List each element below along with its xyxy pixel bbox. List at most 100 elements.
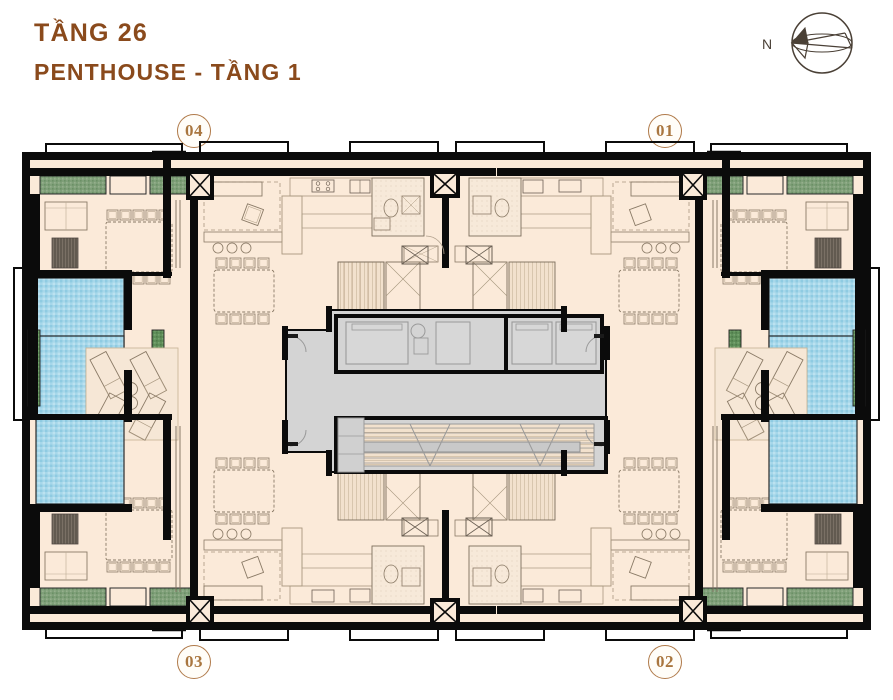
cooktop <box>311 589 335 603</box>
planter <box>700 587 744 607</box>
terrace-step <box>746 175 784 195</box>
shaft-block-small <box>465 245 493 265</box>
toilet <box>494 198 510 218</box>
shaft-block <box>186 170 214 200</box>
outdoor-coffee-table <box>814 237 842 269</box>
shaft-block <box>679 596 707 626</box>
dining-table <box>618 469 680 513</box>
toilet <box>383 564 399 584</box>
planter <box>786 587 854 607</box>
kitchen-sink <box>522 179 544 194</box>
page-subtitle: PENTHOUSE - TẦNG 1 <box>34 59 302 86</box>
outdoor-dining-table <box>720 221 788 273</box>
cooktop <box>558 179 582 193</box>
bar-stool <box>240 528 252 540</box>
lift-car-2 <box>511 321 553 365</box>
armchair <box>628 203 652 227</box>
terrace-step <box>109 175 147 195</box>
shaft-block-small <box>401 517 429 537</box>
terrace-step <box>109 587 147 607</box>
unit-04-block <box>27 175 193 441</box>
compass-north-label: N <box>762 36 772 52</box>
planter <box>39 175 107 195</box>
shower <box>401 567 421 587</box>
cooktop <box>311 179 335 193</box>
badge-leader-lines <box>152 150 741 632</box>
interior-walls <box>190 168 703 614</box>
planter <box>39 587 107 607</box>
guest-bath <box>371 545 425 605</box>
balcony-outlines <box>13 141 880 641</box>
service-shafts <box>186 170 707 626</box>
bar-stool <box>641 528 653 540</box>
outdoor-coffee-table <box>814 513 842 545</box>
internal-stair <box>508 261 556 315</box>
swimming-pool <box>35 417 125 505</box>
shaft-block <box>679 170 707 200</box>
bar-stool <box>240 242 252 254</box>
outdoor-dining-table <box>105 221 173 273</box>
shaft-block-small <box>401 245 429 265</box>
bar-stool <box>226 528 238 540</box>
vanity <box>373 217 391 231</box>
internal-stair <box>337 467 385 521</box>
shaft-block-small <box>465 517 493 537</box>
unit-02-block <box>700 417 858 607</box>
outdoor-dining-table <box>105 509 173 561</box>
swimming-pool <box>768 417 858 505</box>
dining-table <box>213 269 275 313</box>
internal-stair <box>508 467 556 521</box>
dining-table <box>618 269 680 313</box>
toilet <box>494 564 510 584</box>
unit-badge-02[interactable]: 02 <box>648 645 682 679</box>
outdoor-coffee-table <box>51 513 79 545</box>
shaft-block <box>186 596 214 626</box>
armchair <box>241 555 265 579</box>
unit-03-interior <box>203 457 439 605</box>
page-title: TẦNG 26 <box>34 19 148 47</box>
kitchen-sink <box>522 588 544 603</box>
internal-stair <box>337 261 385 315</box>
kitchen-sink <box>349 588 371 603</box>
toilet <box>383 198 399 218</box>
store-cupboard <box>337 417 365 473</box>
unit-02-interior <box>454 457 690 605</box>
outdoor-dining-table <box>720 509 788 561</box>
sofa <box>630 585 690 601</box>
window-glazing <box>175 200 718 592</box>
bar-stool <box>669 242 681 254</box>
bar-stool <box>641 242 653 254</box>
bar-stool <box>655 528 667 540</box>
armchair <box>241 203 265 227</box>
unit-03-block <box>35 417 193 607</box>
lift-car-1 <box>345 321 409 365</box>
central-core <box>282 306 610 476</box>
shaft-block <box>430 598 460 626</box>
title-block: TẦNG 26 PENTHOUSE - TẦNG 1 <box>34 18 302 88</box>
unit-badge-03[interactable]: 03 <box>177 645 211 679</box>
compass-rose-icon: N <box>745 8 885 78</box>
bar-stool <box>226 242 238 254</box>
outdoor-coffee-table <box>51 237 79 269</box>
lobby-door-leaf <box>286 334 606 446</box>
armchair <box>628 555 652 579</box>
structural-walls <box>28 160 865 614</box>
bar-stool <box>212 528 224 540</box>
unit-04-interior <box>203 177 445 335</box>
bar-stool <box>669 528 681 540</box>
sofa <box>203 585 263 601</box>
terrace-step <box>746 587 784 607</box>
shaft-block <box>430 170 460 198</box>
service-shaft <box>435 321 471 365</box>
bar-stool <box>655 242 667 254</box>
dining-table <box>213 469 275 513</box>
core-walls <box>282 306 610 476</box>
shower <box>401 195 421 215</box>
planter <box>149 587 193 607</box>
shower <box>472 195 492 215</box>
planter <box>786 175 854 195</box>
shower <box>472 567 492 587</box>
